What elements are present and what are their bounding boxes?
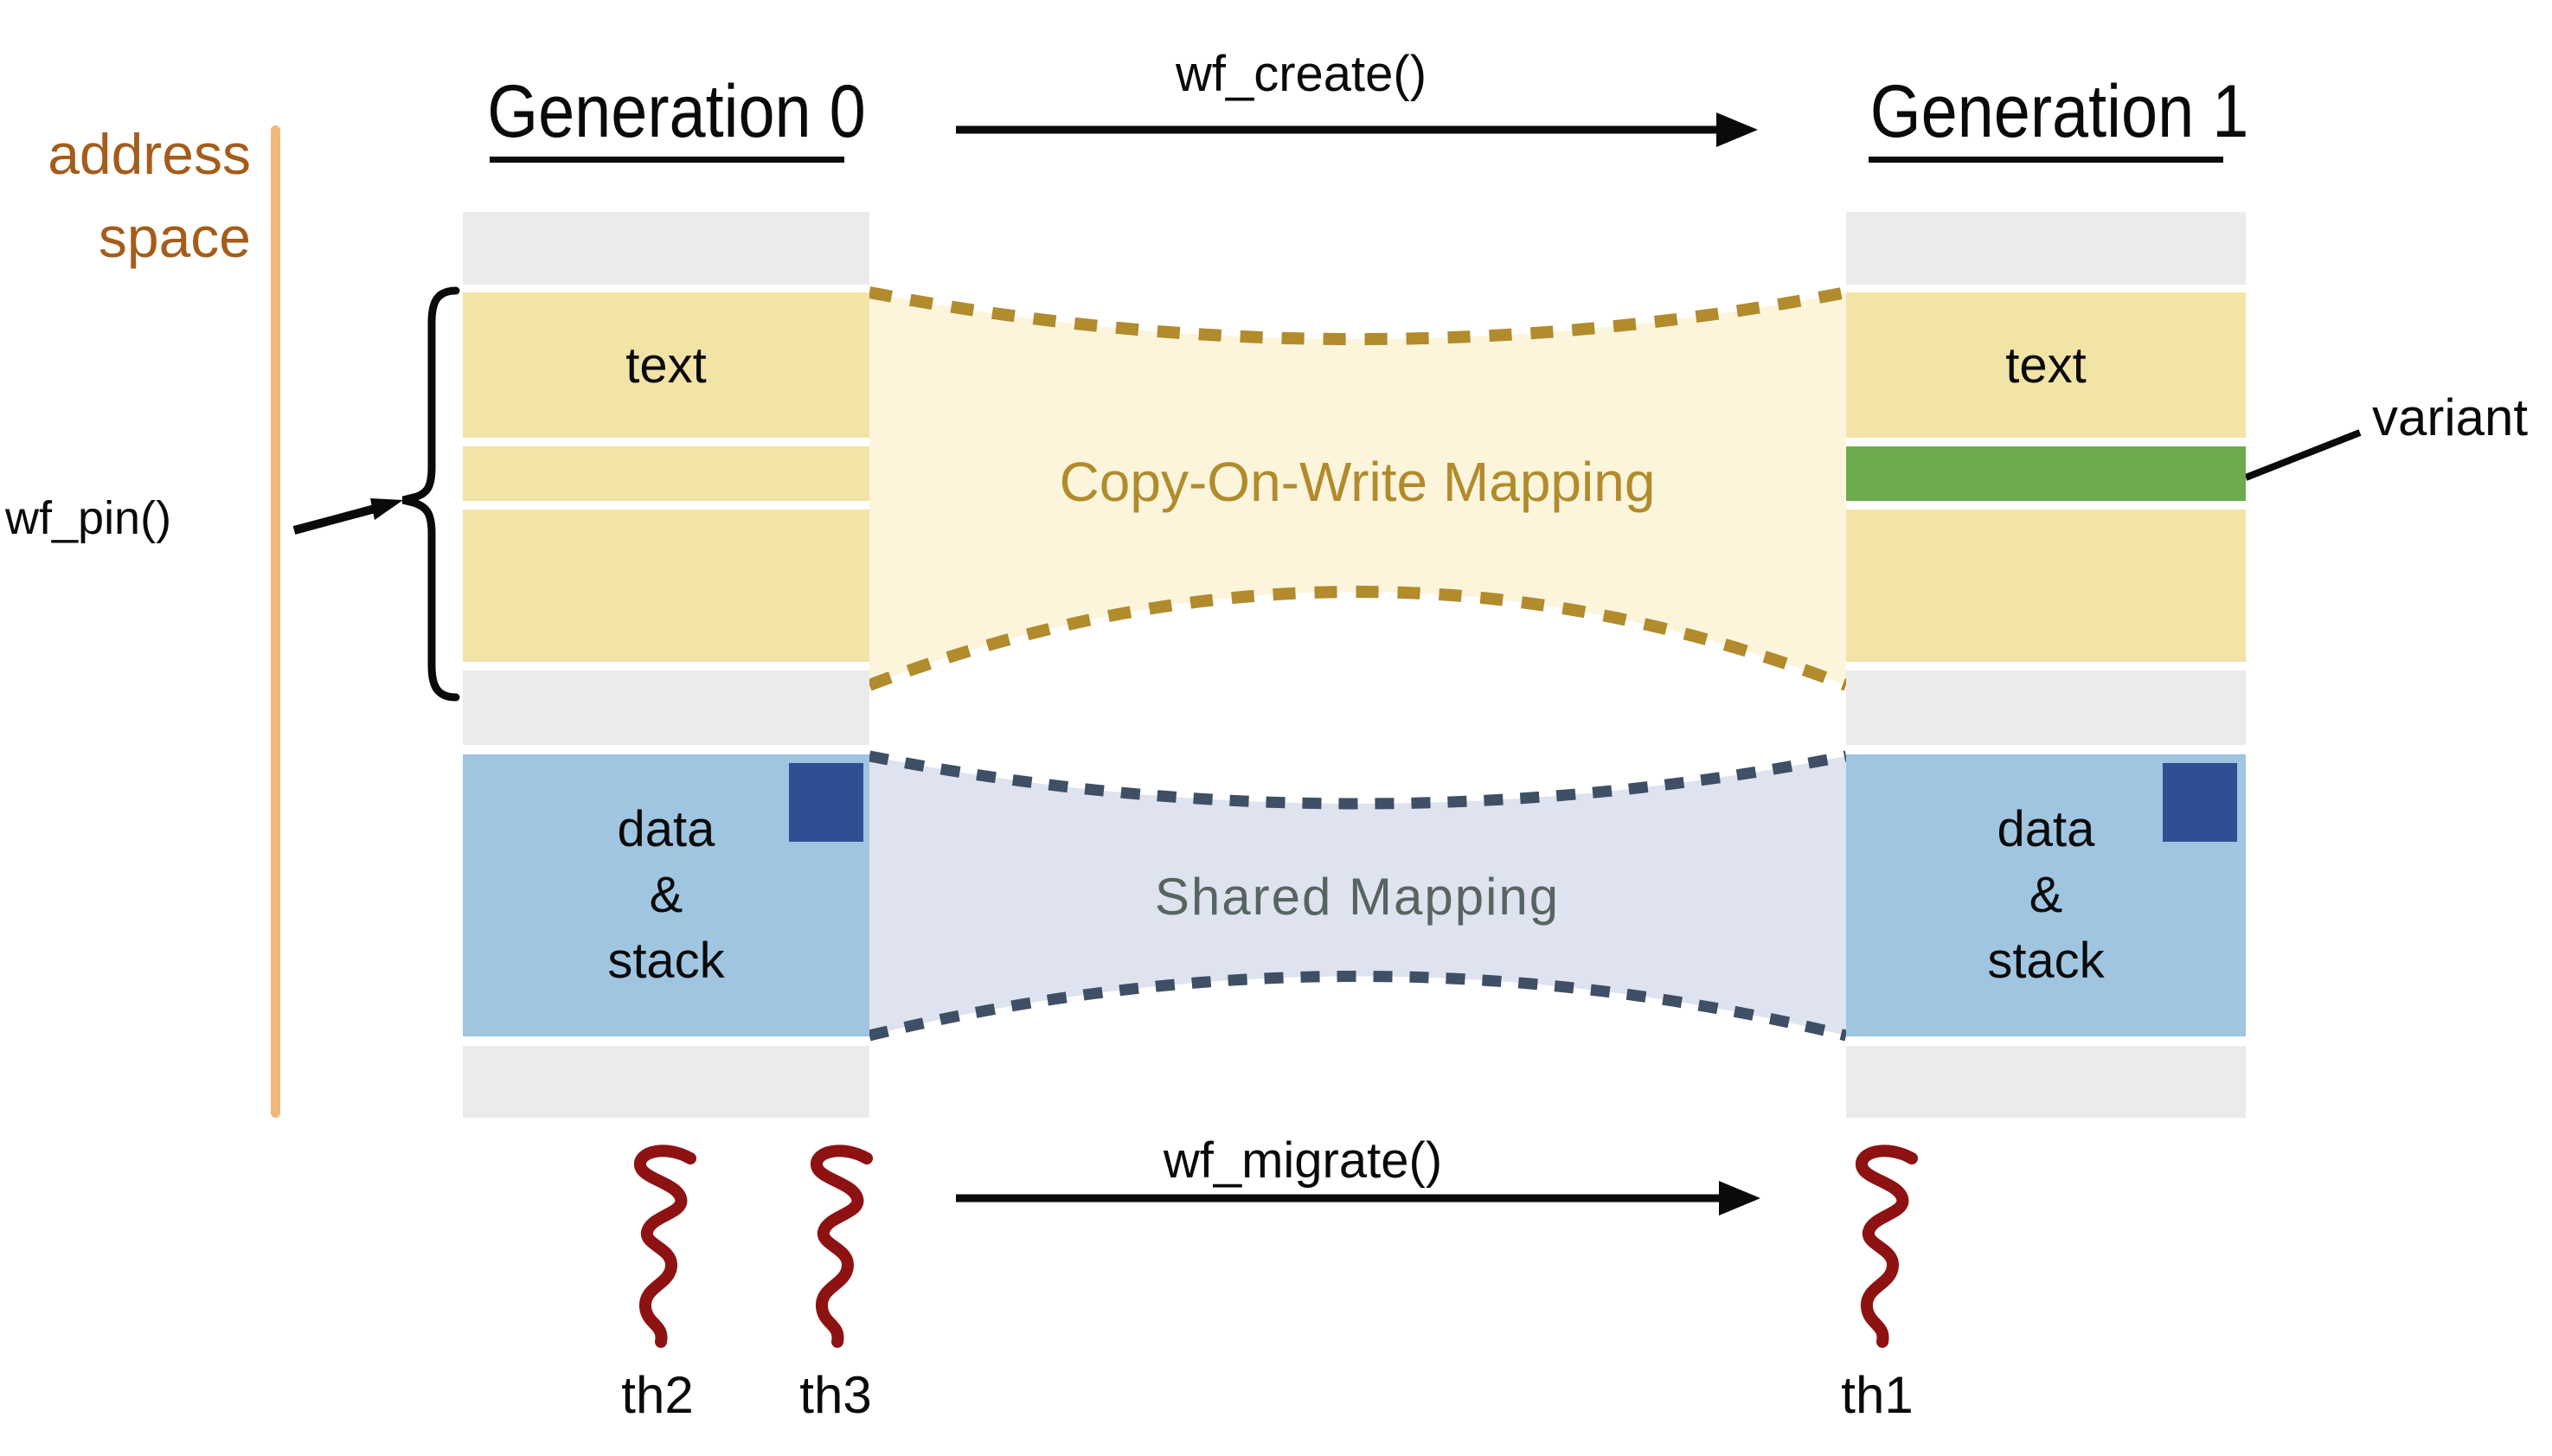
generation-1-title-underline <box>1869 157 2223 163</box>
generation-1-title: Generation 1 <box>1869 70 2249 153</box>
wf-pin-label: wf_pin() <box>5 492 172 544</box>
wf-pin-arrow-line <box>292 504 380 535</box>
gen0-text-segment: text <box>463 292 869 438</box>
gen1-data-stack-line1: data <box>1997 801 2095 857</box>
gen0-data-stack-segment: data & stack <box>463 754 869 1036</box>
address-space-axis-line <box>271 125 280 1118</box>
thread-th1-label: th1 <box>1841 1366 1914 1424</box>
variant-pointer-line <box>2244 429 2362 481</box>
gen0-text-segment-label: text <box>625 337 707 394</box>
gen1-data-stack-label: data & stack <box>1846 754 2246 1036</box>
shared-mapping-label: Shared Mapping <box>1154 868 1561 926</box>
thread-th3-squiggle-icon <box>811 1145 873 1348</box>
gen0-active-page-marker <box>789 763 863 842</box>
pinned-region-brace <box>401 286 460 702</box>
gen1-free-segment-bottom <box>1846 1046 2246 1118</box>
gen1-text-segment-label: text <box>2005 337 2087 394</box>
shared-mapping-region <box>869 756 1846 1036</box>
generation-0-title-underline <box>490 157 844 163</box>
gen0-lower-pinned-segment <box>463 510 869 662</box>
gen1-free-segment-top <box>1846 212 2246 285</box>
gen0-free-segment-top <box>463 212 869 285</box>
thread-th1-squiggle-icon <box>1856 1145 1918 1348</box>
address-space-label: address space <box>17 112 251 279</box>
gen1-data-stack-line3: stack <box>1987 933 2105 989</box>
cow-mapping-region <box>869 292 1846 685</box>
cow-mapping-label: Copy-On-Write Mapping <box>1059 451 1656 513</box>
gen0-data-stack-line1: data <box>617 801 715 857</box>
cow-bottom-dashed-curve <box>867 586 1849 691</box>
thread-th2-squiggle-icon <box>634 1145 696 1348</box>
gen1-data-stack-line2: & <box>2029 867 2063 923</box>
wf-migrate-label: wf_migrate() <box>1163 1132 1443 1189</box>
gen1-active-page-marker <box>2163 763 2237 842</box>
gen1-text-segment: text <box>1846 292 2246 438</box>
thread-th3-label: th3 <box>799 1366 872 1424</box>
variant-label: variant <box>2372 388 2529 446</box>
address-space-label-line2: space <box>98 205 251 269</box>
gen1-free-segment-middle <box>1846 670 2246 745</box>
gen1-variant-segment <box>1846 446 2246 501</box>
address-space-label-line1: address <box>48 122 251 186</box>
thread-th2-label: th2 <box>621 1366 694 1424</box>
wf-pin-arrowhead-icon <box>370 498 403 520</box>
shared-top-dashed-curve <box>868 750 1848 810</box>
cow-top-dashed-curve <box>868 286 1848 345</box>
generation-0-title: Generation 0 <box>487 70 866 153</box>
gen1-lower-pinned-segment <box>1846 510 2246 662</box>
wf-create-arrowhead-icon <box>1716 112 1758 147</box>
gen0-data-stack-label: data & stack <box>463 754 869 1036</box>
wf-create-label: wf_create() <box>1175 46 1427 102</box>
gen0-pinned-strip-segment <box>463 446 869 501</box>
shared-bottom-dashed-curve <box>868 971 1848 1042</box>
gen0-data-stack-line3: stack <box>607 933 725 989</box>
gen0-free-segment-middle <box>463 670 869 745</box>
gen0-free-segment-bottom <box>463 1046 869 1118</box>
gen0-data-stack-line2: & <box>649 867 683 923</box>
gen1-data-stack-segment: data & stack <box>1846 754 2246 1036</box>
wf-migrate-arrowhead-icon <box>1719 1181 1760 1215</box>
